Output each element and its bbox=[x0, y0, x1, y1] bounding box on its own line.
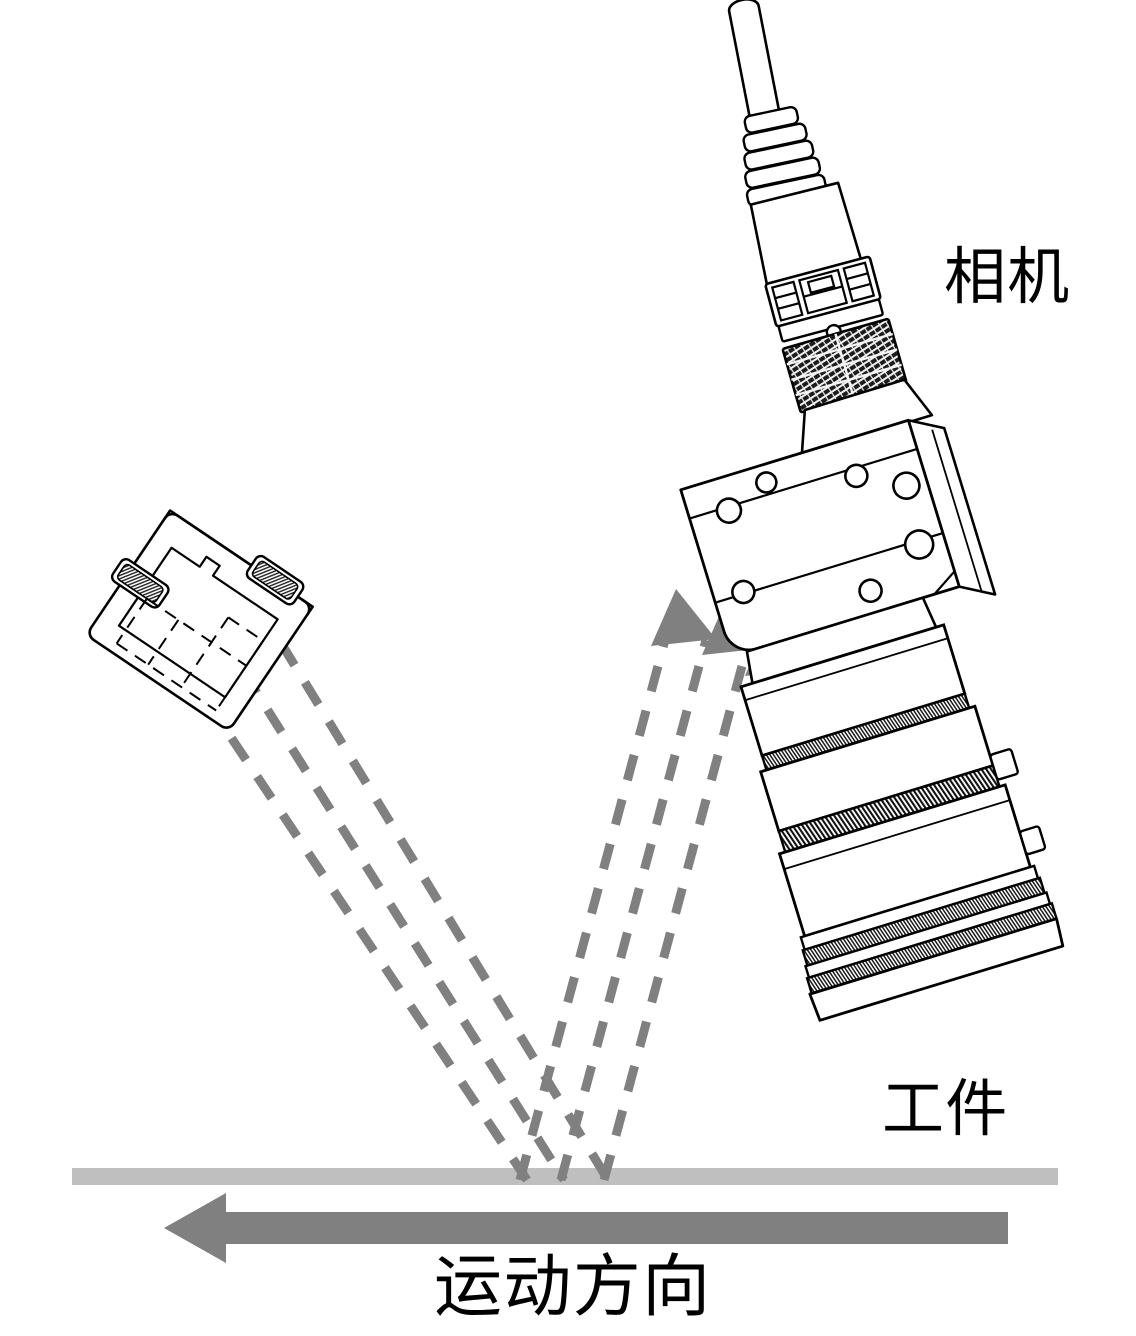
connector-lock-collar bbox=[764, 255, 884, 343]
camera-label: 相机 bbox=[944, 240, 1071, 313]
motion-direction-label: 运动方向 bbox=[434, 1248, 712, 1327]
camera-body bbox=[679, 418, 997, 652]
camera-cable bbox=[727, 0, 781, 119]
motion-direction-arrow bbox=[164, 1193, 1008, 1263]
reflected-rays-to-camera bbox=[515, 638, 754, 1182]
lens-barrel-upper bbox=[739, 623, 971, 772]
workpiece-label: 工件 bbox=[882, 1072, 1009, 1145]
camera-assembly bbox=[679, 0, 1065, 1022]
connector-body-flare bbox=[800, 378, 934, 457]
lens-front-rings bbox=[799, 864, 1059, 996]
lens-set-screw-lower bbox=[1019, 825, 1047, 856]
camera-mounting-holes bbox=[715, 463, 935, 605]
illuminator-mount-tab-upper bbox=[245, 554, 305, 606]
incident-illumination-rays bbox=[202, 640, 612, 1183]
lens-set-screw-upper bbox=[989, 748, 1019, 781]
illuminator-mount-tab-lower bbox=[110, 558, 170, 609]
lens-front-element bbox=[808, 917, 1065, 1022]
cable-strain-relief bbox=[742, 105, 827, 207]
illuminator-internal-detail bbox=[115, 597, 264, 712]
illuminator-housing bbox=[88, 509, 314, 729]
